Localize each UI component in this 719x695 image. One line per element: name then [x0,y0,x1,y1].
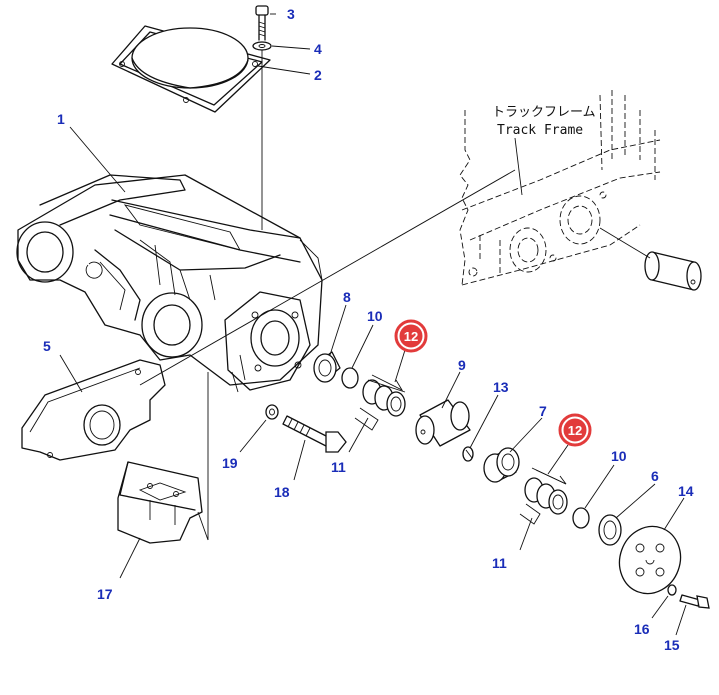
o-ring-10a-part [341,367,359,389]
equalizer-bar-body [16,174,323,393]
callout-10-right: 10 [611,448,627,464]
seal-rings-11b-part [519,469,568,525]
callout-12-top[interactable]: 12 [394,319,428,353]
bushing-7-part [483,447,520,483]
guard-part [117,461,203,544]
cover-plate-part [111,25,271,113]
callout-3: 3 [287,6,295,22]
leader-lines [59,13,687,636]
side-plate-part [21,359,166,461]
washer-16-part [667,584,677,596]
callout-1: 1 [57,111,65,127]
bolt-18-part [282,415,347,453]
callout-14: 14 [678,483,694,499]
track-frame-label-en: Track Frame [497,123,583,138]
callout-11-right: 11 [492,555,507,571]
o-ring-10b-part [572,507,590,529]
callout-18: 18 [274,484,290,500]
callout-8: 8 [343,289,351,305]
callout-11-left: 11 [331,459,346,475]
callout-10-left: 10 [367,308,383,324]
callout-17: 17 [97,586,113,602]
callout-19: 19 [222,455,238,471]
washer-19-part [265,404,279,420]
seal-rings-11a-part [354,374,406,431]
track-frame-label-jp: トラックフレーム [492,105,596,120]
pin-9-part [415,399,471,447]
callout-12-bottom-label: 12 [568,423,582,438]
track-frame-plug [599,227,702,291]
callout-15: 15 [664,637,680,653]
callout-2: 2 [314,67,322,83]
spacer-6-part [598,514,622,546]
callout-12-top-label: 12 [404,329,418,344]
cover-bolt-part [255,5,269,41]
bushing-8-part [313,351,341,383]
callout-13: 13 [493,379,509,395]
plug-13-part [462,446,474,462]
cap-14-part [618,525,682,595]
washer-part [252,41,272,51]
callout-9: 9 [458,357,466,373]
callout-7: 7 [539,403,547,419]
callout-labels: 3 4 2 1 5 8 10 9 13 7 11 19 18 10 6 14 1… [43,6,694,653]
bolt-15-part [679,594,710,609]
callout-6: 6 [651,468,659,484]
callout-4: 4 [314,41,322,57]
callout-16: 16 [634,621,650,637]
callout-5: 5 [43,338,51,354]
callout-12-bottom[interactable]: 12 [558,413,592,447]
track-frame-outline [459,90,661,286]
